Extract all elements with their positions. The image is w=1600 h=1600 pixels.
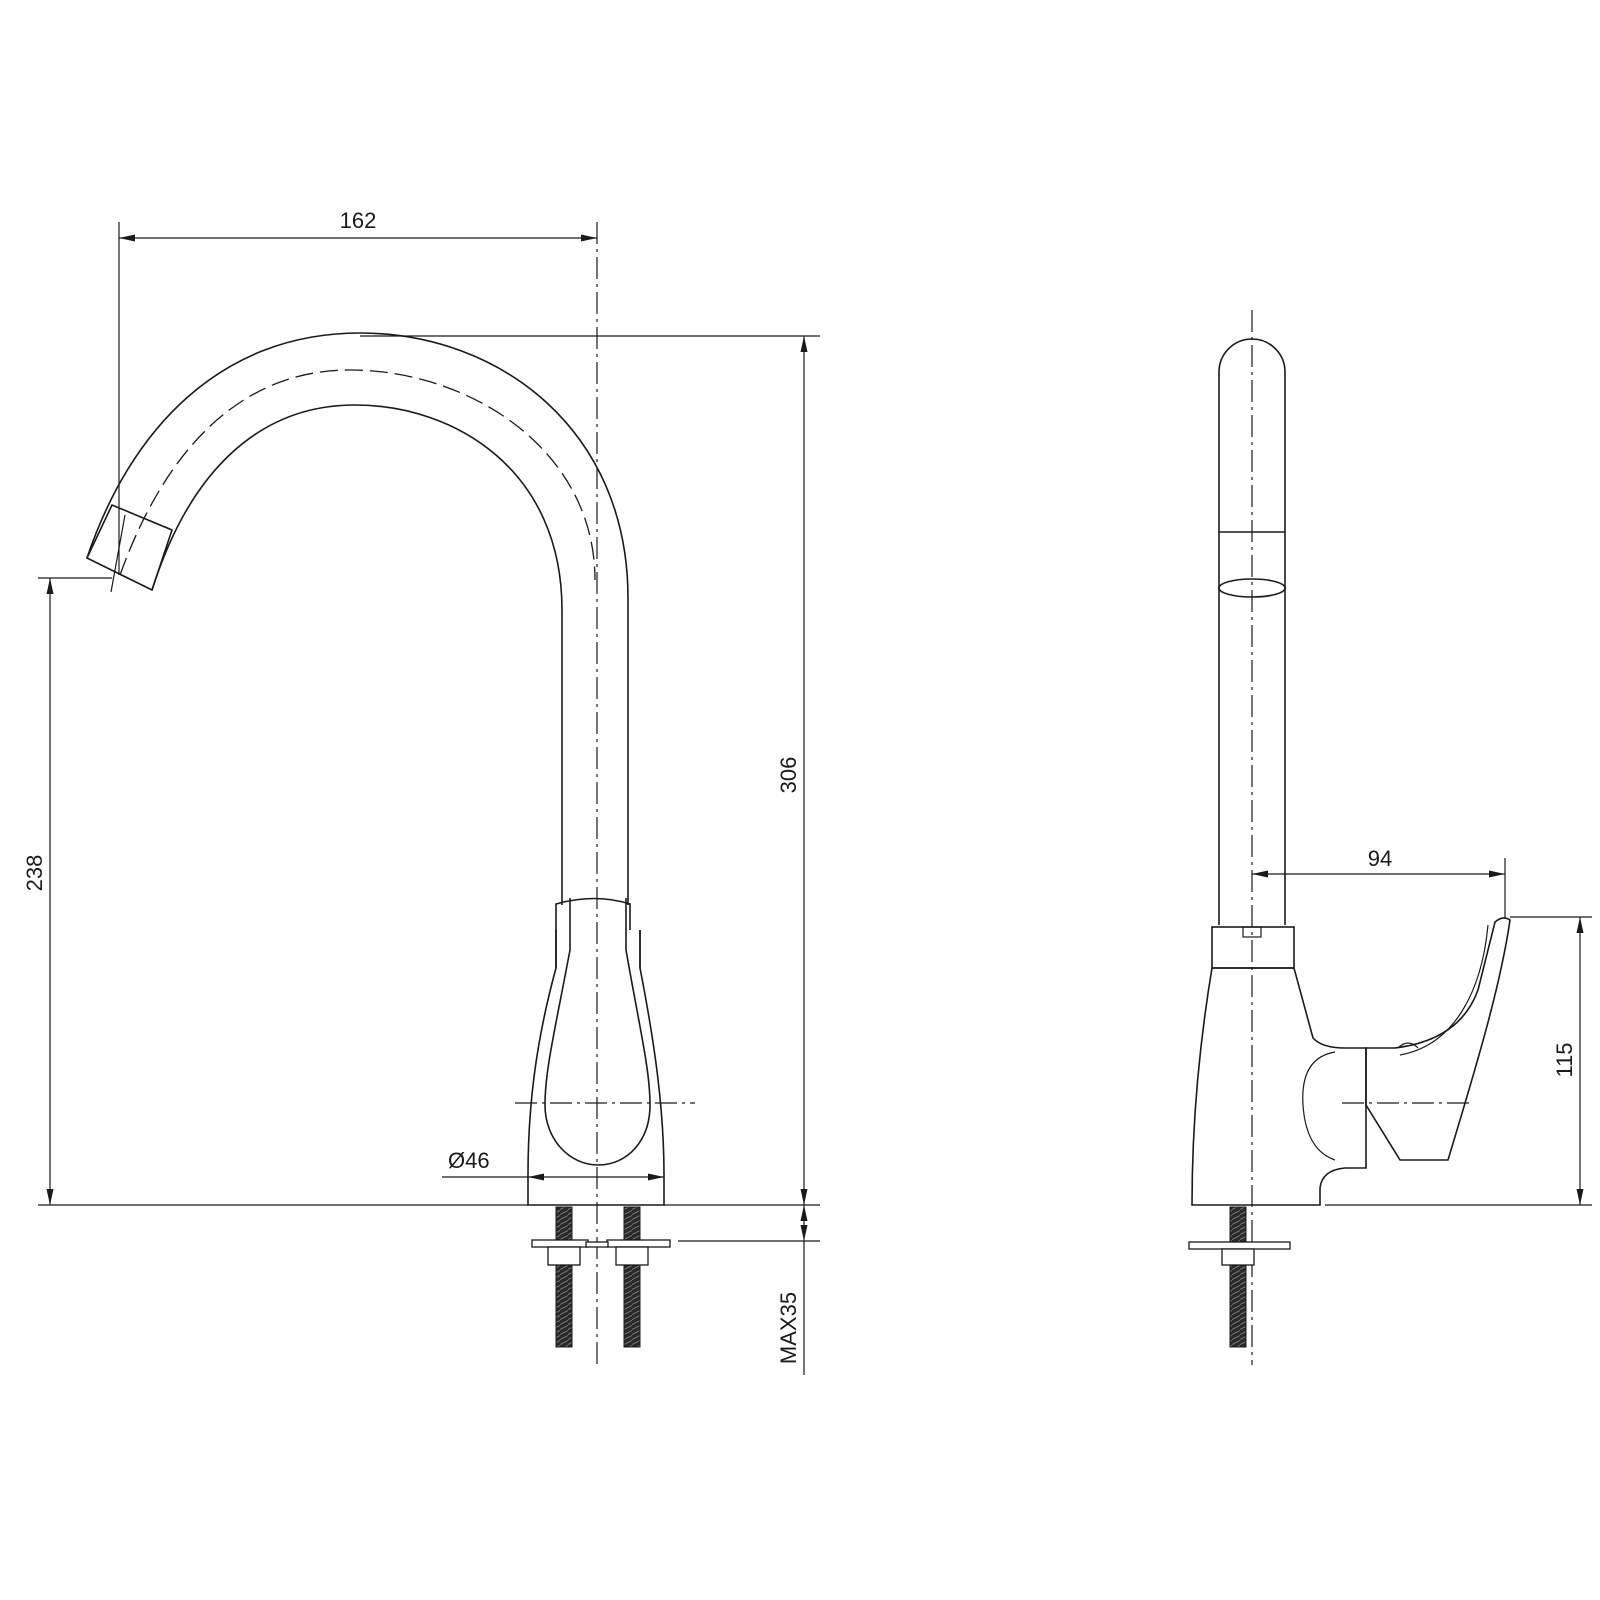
dim-total-height: 306 [360,335,820,1205]
dim-spout-height: 238 [22,577,112,1205]
dim-handle-height: 115 [1510,916,1592,1205]
dim-base-diameter: Ø46 [442,1148,664,1181]
dim-handle-reach: 94 [1252,846,1506,918]
side-stud [1229,1206,1247,1348]
aerator [85,503,173,592]
body-front-panel [544,898,651,1166]
spout-centerline [119,369,596,581]
dim-spout-reach: 162 [118,208,597,575]
nut-right [615,1246,649,1266]
dim-label-max-thickness: MAX35 [776,1292,801,1364]
nut-left [547,1246,581,1266]
spout-outer-line [86,332,629,905]
side-collar [1211,926,1295,969]
side-body-inner [1302,1051,1336,1161]
side-spout-tube [1218,338,1286,925]
side-nut [1221,1248,1255,1266]
dim-label-spout-height: 238 [22,855,47,892]
dim-max-thickness: MAX35 [678,1205,820,1375]
body-collar [555,897,631,930]
dim-label-handle-height: 115 [1552,1042,1577,1077]
washer-right [606,1239,671,1248]
spout-inner-line [151,404,563,905]
side-handle-knob [1397,1042,1419,1049]
plate-center [585,1241,609,1248]
front-view [85,222,695,1365]
stud-right [623,1206,641,1348]
side-body [1191,967,1367,1206]
aerator-axis [110,514,126,593]
body-outline [527,930,665,1206]
side-washer [1188,1241,1291,1250]
side-band-ellipse [1218,578,1286,598]
side-handle-edge [1399,924,1489,1056]
dim-label-base-diameter: Ø46 [448,1148,490,1173]
stud-left [555,1206,573,1348]
dim-label-handle-reach: 94 [1368,846,1392,871]
washer-left [531,1239,589,1248]
side-collar-notch [1242,926,1262,938]
dim-label-total-height: 306 [776,757,801,794]
side-view [1188,310,1511,1365]
dim-label-spout-reach: 162 [340,208,377,233]
